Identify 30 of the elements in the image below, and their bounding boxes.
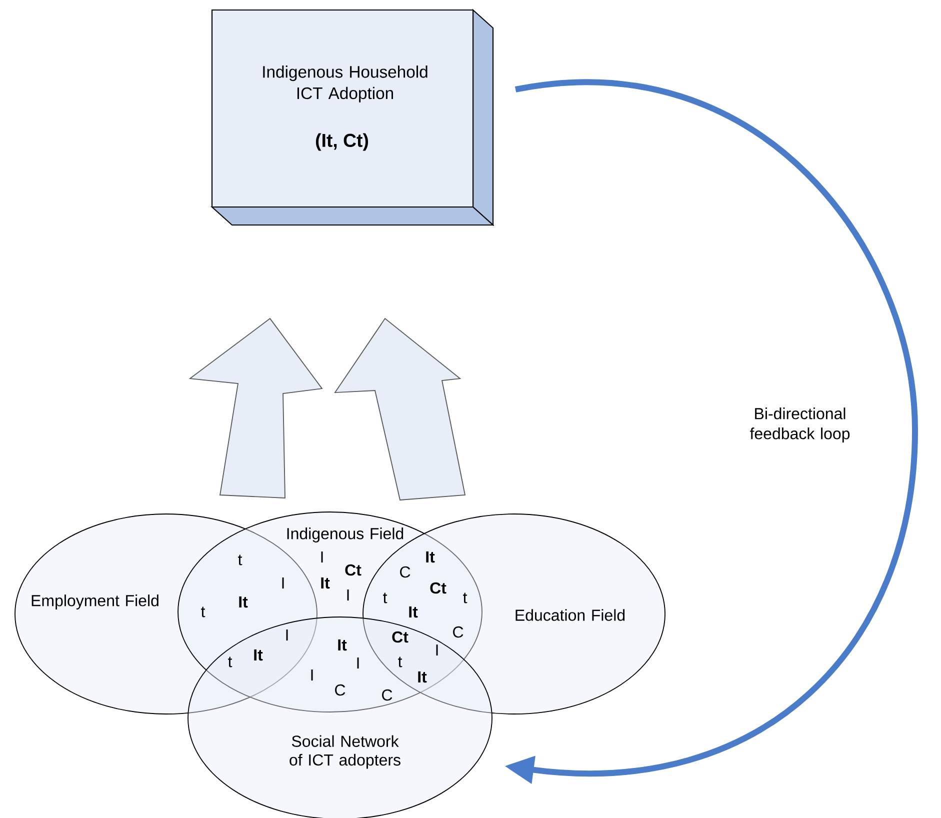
venn-letter: It (426, 551, 435, 563)
venn-letter: It (418, 671, 427, 683)
venn-letter: It (338, 639, 347, 651)
venn-letter: It (321, 577, 330, 589)
venn-letter: I (357, 658, 359, 669)
edge-label: Bi-directional feedback loop (750, 408, 850, 442)
block-arrow (334, 318, 466, 500)
venn-letter: t (201, 606, 206, 618)
venn-letter: I (286, 630, 288, 640)
venn-letter: I (311, 670, 313, 681)
venn-letter: t (463, 592, 468, 604)
venn-letter: Ct (345, 564, 362, 576)
venn-letter: I (436, 644, 438, 656)
venn-letter: t (228, 656, 232, 668)
venn-letter: Ct (430, 582, 446, 594)
venn-letter: t (383, 592, 388, 604)
venn-letter: I (321, 552, 323, 562)
venn-letter: It (409, 606, 418, 618)
venn-letter: t (238, 554, 242, 566)
venn-letter: It (254, 649, 263, 661)
venn-letter: C (382, 689, 392, 701)
venn-letter: I (282, 578, 284, 589)
venn-letter: C (335, 684, 346, 696)
venn-letter: Ct (392, 631, 408, 643)
venn-letter: I (347, 590, 349, 600)
venn-letter: It (239, 596, 248, 608)
block-arrow (188, 318, 323, 498)
venn-letter: C (453, 626, 464, 638)
venn-letter: C (400, 566, 410, 578)
venn-letter: t (398, 656, 402, 668)
